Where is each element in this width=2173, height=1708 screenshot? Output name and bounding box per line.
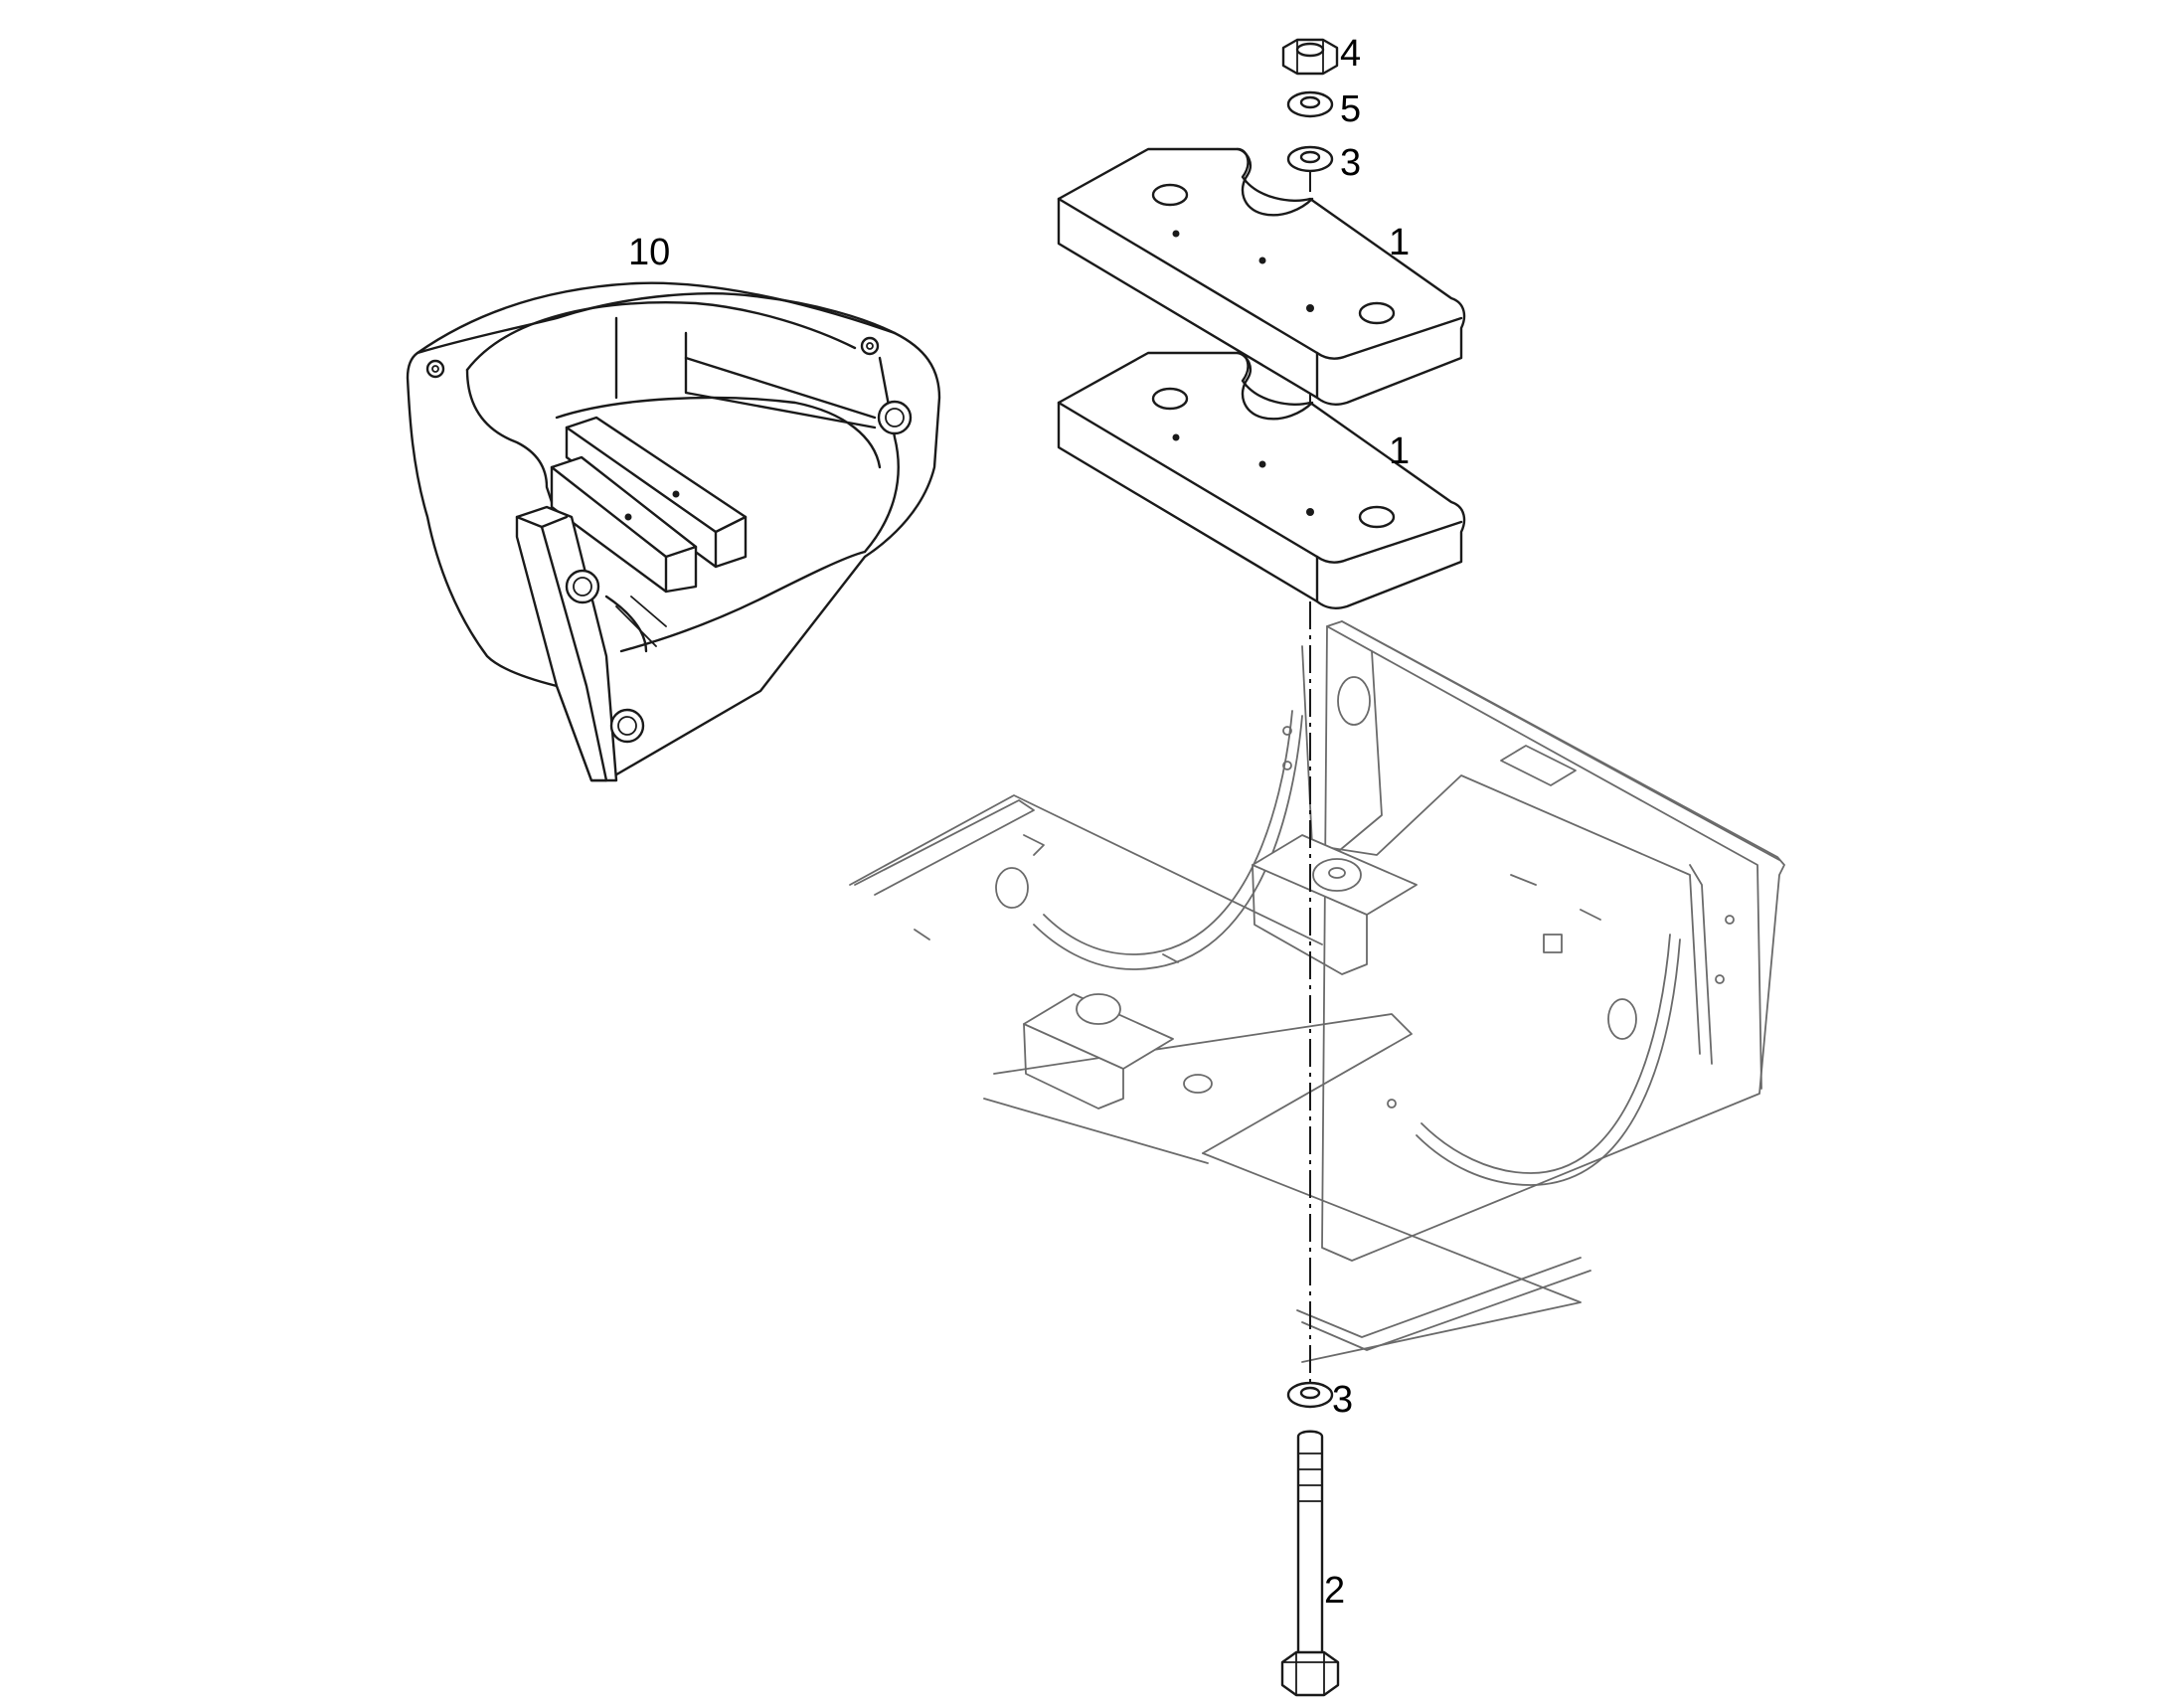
washer-bottom-part (1286, 1381, 1334, 1409)
callout-counterweight: 10 (628, 232, 670, 273)
callout-bolt: 2 (1324, 1570, 1345, 1612)
callout-lock-washer: 5 (1340, 88, 1361, 130)
callout-washer-bottom: 3 (1332, 1379, 1353, 1421)
nut-part (1281, 38, 1339, 76)
bolt-part (1280, 1430, 1340, 1697)
washer-top-part (1286, 145, 1334, 173)
frame-chassis (849, 620, 1785, 1363)
lock-washer-part (1286, 90, 1334, 118)
callout-nut: 4 (1340, 33, 1361, 75)
callout-washer-top: 3 (1340, 142, 1361, 184)
plate-upper-part (1057, 147, 1466, 407)
callout-plate-lower: 1 (1389, 430, 1410, 472)
counterweight-part (406, 281, 941, 782)
plate-lower-part (1057, 351, 1466, 610)
callout-plate-upper: 1 (1389, 222, 1410, 263)
